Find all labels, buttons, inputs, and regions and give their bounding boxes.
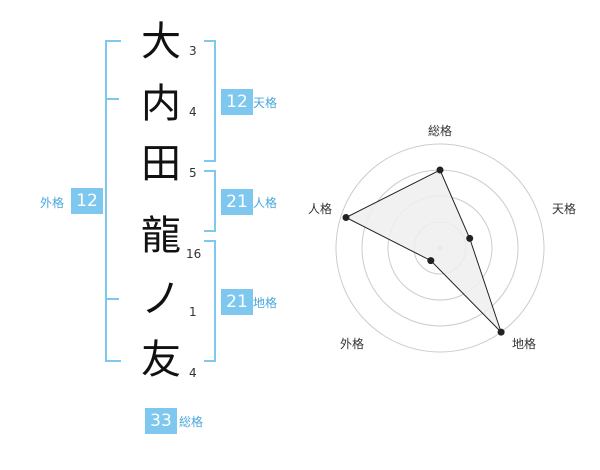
stroke-count-3: 5	[189, 166, 197, 180]
tenkaku-value-badge: 12	[221, 89, 253, 115]
soukaku-value-badge: 33	[145, 408, 177, 434]
gaikaku-value-badge: 12	[71, 188, 103, 214]
jinkaku-bracket	[204, 170, 216, 232]
gaikaku-bracket-tick-upper	[105, 98, 119, 100]
name-char-6: 友	[141, 337, 181, 383]
radar-axis-label-soukaku: 総格	[428, 124, 453, 138]
stroke-count-6: 4	[189, 366, 197, 380]
radar-point-4	[427, 257, 435, 265]
name-char-5: ノ	[141, 276, 181, 322]
radar-point-2	[466, 234, 474, 242]
chikaku-bracket	[204, 240, 216, 362]
gaikaku-bracket	[105, 40, 121, 362]
chikaku-label: 地格	[253, 296, 278, 310]
radar-axis-label-gaikaku: 外格	[340, 337, 365, 351]
name-char-2: 内	[141, 81, 181, 127]
stroke-count-4: 16	[186, 247, 202, 261]
gaikaku-label: 外格	[40, 196, 65, 210]
name-char-4: 龍	[141, 213, 181, 259]
name-char-1: 大	[141, 19, 181, 65]
jinkaku-label: 人格	[253, 196, 278, 210]
tenkaku-label: 天格	[253, 96, 278, 110]
radar-point-1	[436, 166, 444, 174]
stroke-count-5: 1	[189, 305, 197, 319]
radar-axis-label-jinkaku: 人格	[308, 202, 333, 216]
radar-chart	[320, 140, 560, 360]
radar-polygon	[344, 169, 502, 333]
radar-svg	[335, 143, 545, 353]
stroke-count-2: 4	[189, 105, 197, 119]
jinkaku-value-badge: 21	[221, 189, 253, 215]
tenkaku-bracket	[204, 40, 216, 162]
radar-point-5	[342, 214, 350, 221]
gaikaku-bracket-tick-lower	[105, 298, 119, 300]
radar-axis-label-chikaku: 地格	[512, 337, 537, 351]
radar-grid-ring	[335, 143, 545, 353]
radar-axis-label-tenkaku: 天格	[552, 202, 577, 216]
soukaku-label: 総格	[179, 415, 204, 429]
radar-point-3	[497, 328, 505, 336]
stroke-count-1: 3	[189, 44, 197, 58]
chikaku-value-badge: 21	[221, 289, 253, 315]
name-char-3: 田	[141, 141, 181, 187]
